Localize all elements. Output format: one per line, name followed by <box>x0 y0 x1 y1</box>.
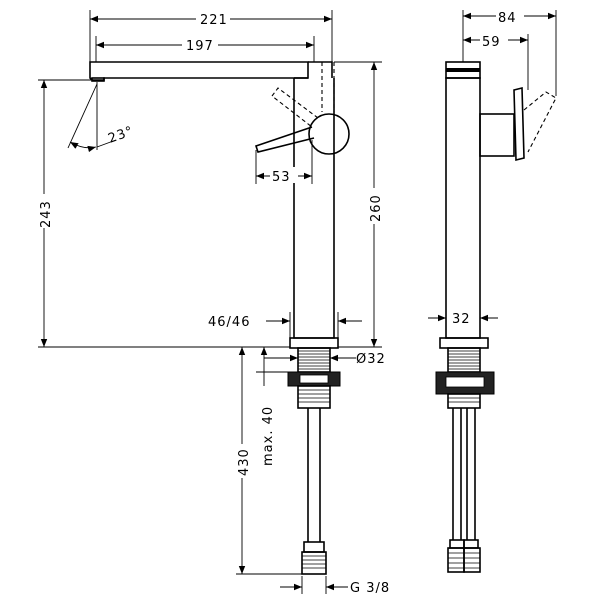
dim-g-3-8: G 3/8 <box>350 581 390 596</box>
dim-side-32: 32 <box>452 312 471 327</box>
dim-197: 197 <box>186 39 214 54</box>
dim-max-40: max. 40 <box>261 406 276 466</box>
side-handle-lever <box>513 86 525 162</box>
lever-alt-position <box>271 87 319 128</box>
dim-46-46: 46/46 <box>208 315 250 330</box>
handle-knob <box>308 113 350 155</box>
front-view <box>89 61 350 575</box>
side-lever-alt <box>523 91 557 153</box>
dim-59: 59 <box>482 35 501 50</box>
supply-hose <box>307 408 321 542</box>
side-body <box>445 77 481 339</box>
side-dimensions: 84 59 32 <box>428 8 557 338</box>
dim-53: 53 <box>272 170 291 185</box>
side-handle-block <box>479 113 515 157</box>
dim-430: 430 <box>237 448 252 476</box>
handle-lever <box>254 126 315 153</box>
dim-260: 260 <box>369 194 384 222</box>
side-supply-hoses <box>452 408 476 540</box>
front-dimensions: 221 197 23° 243 260 53 <box>36 10 390 596</box>
dim-243: 243 <box>39 200 54 228</box>
spout-outline <box>89 61 309 81</box>
dim-221: 221 <box>200 13 228 28</box>
dim-84: 84 <box>498 11 517 26</box>
dim-dia-32: Ø32 <box>356 352 386 367</box>
hose-connector <box>303 541 325 553</box>
dim-23deg: 23° <box>106 124 136 147</box>
faucet-body <box>293 78 335 339</box>
aerator <box>91 77 105 82</box>
base-collar <box>289 337 339 349</box>
